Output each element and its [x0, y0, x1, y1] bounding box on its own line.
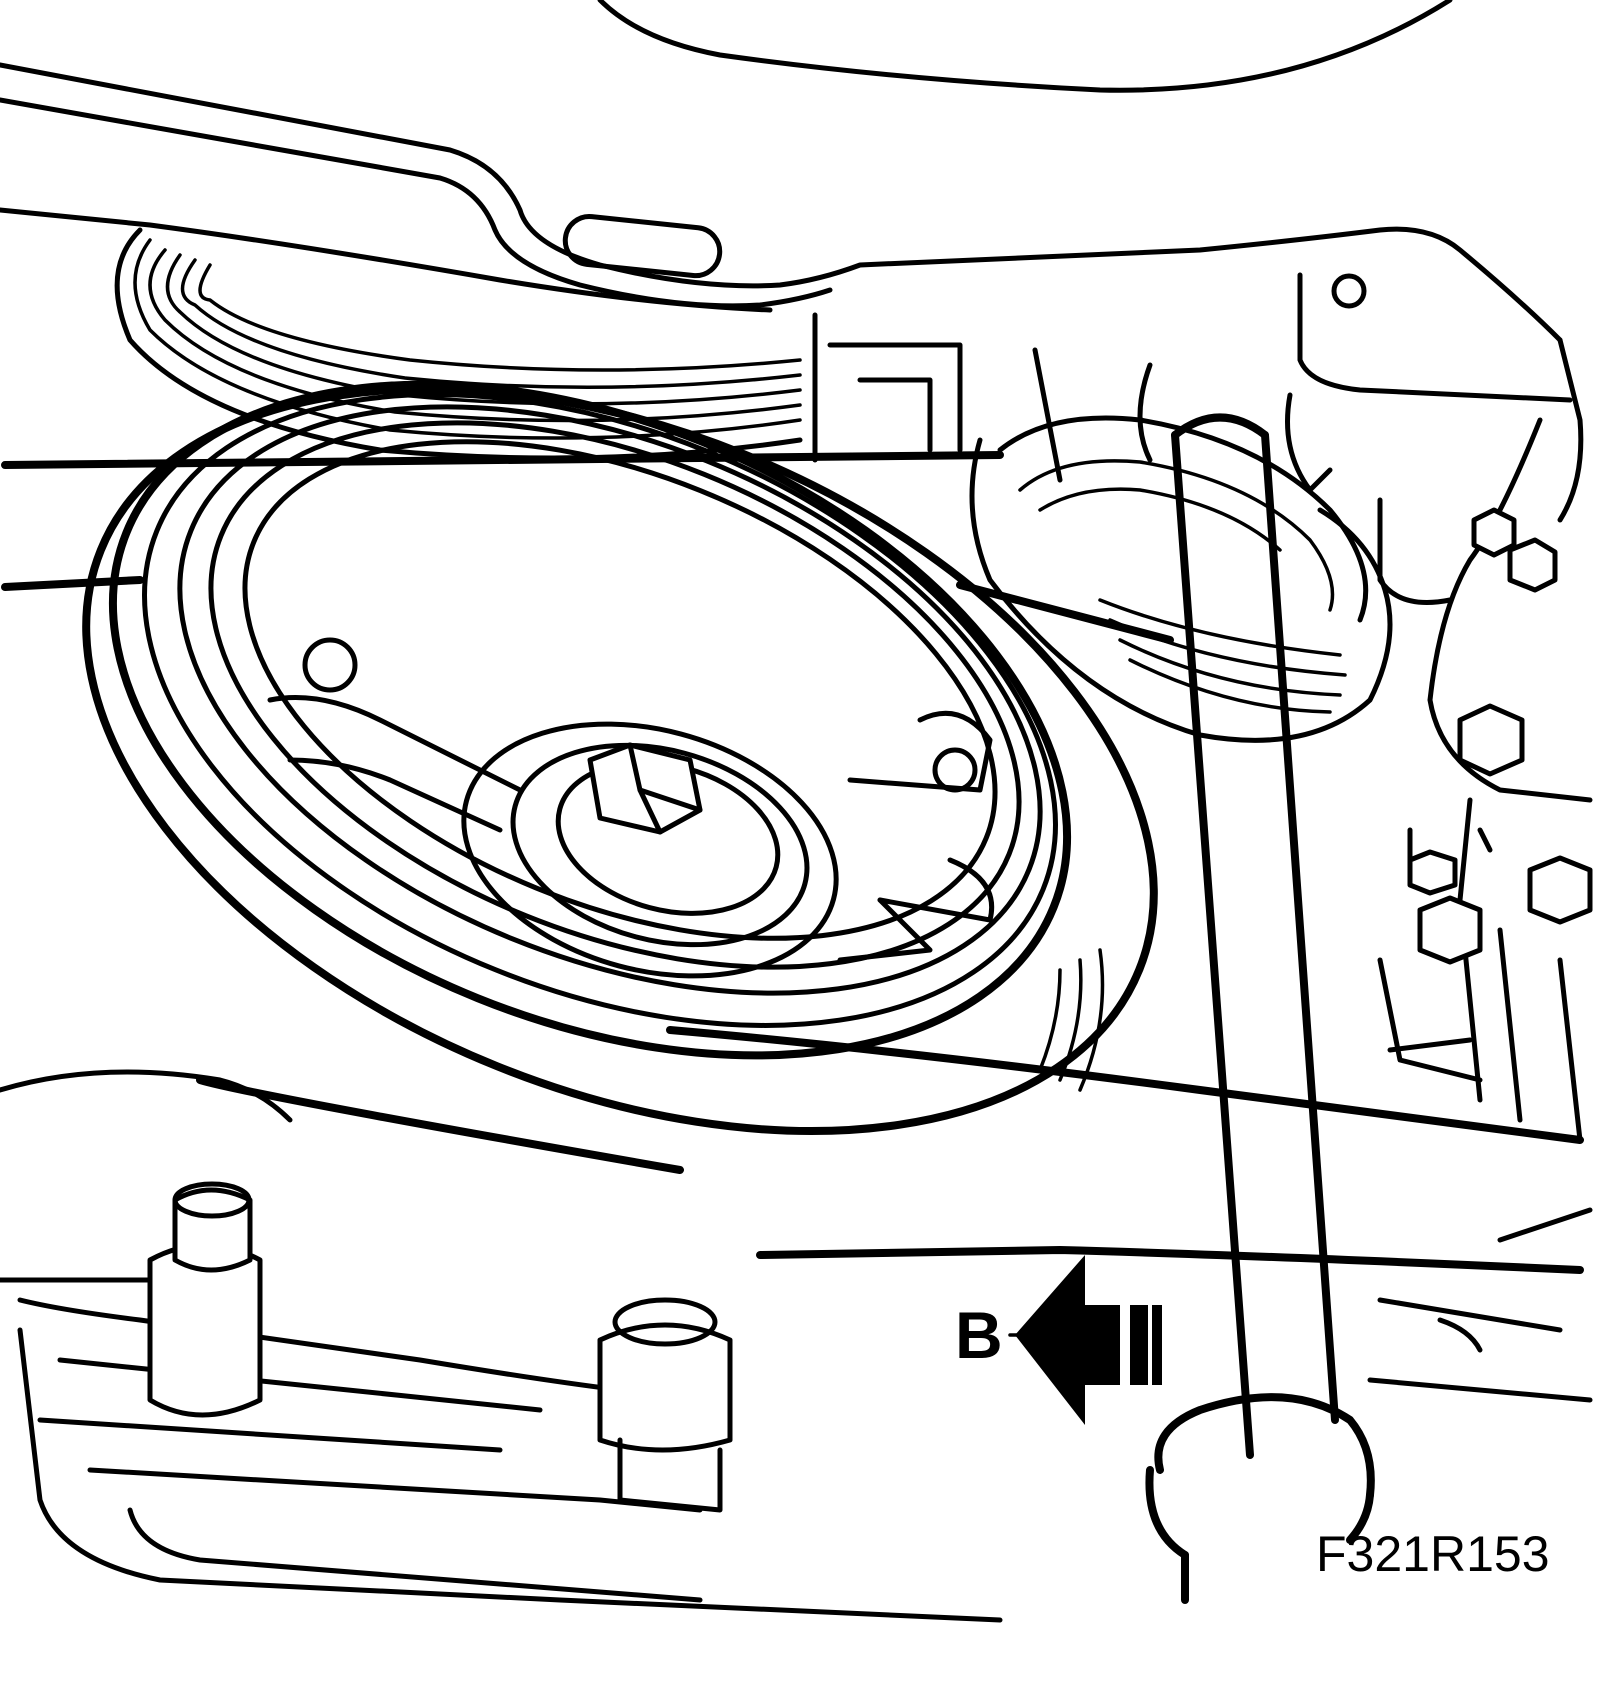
wrench-tool	[1145, 413, 1375, 1604]
crankshaft-pulley	[82, 380, 1158, 1135]
lower-engine-block	[0, 1069, 1593, 1623]
rear-pulley	[114, 227, 963, 463]
upper-body-panel	[0, 0, 1584, 523]
engine-block-right	[1377, 417, 1593, 1143]
direction-arrow-icon	[1015, 1255, 1162, 1425]
tensioner-pulley	[969, 347, 1393, 743]
figure-code: F321R153	[1316, 1526, 1550, 1582]
drive-belt	[1, 451, 1584, 1274]
callout-label-b: B	[955, 1298, 1003, 1372]
